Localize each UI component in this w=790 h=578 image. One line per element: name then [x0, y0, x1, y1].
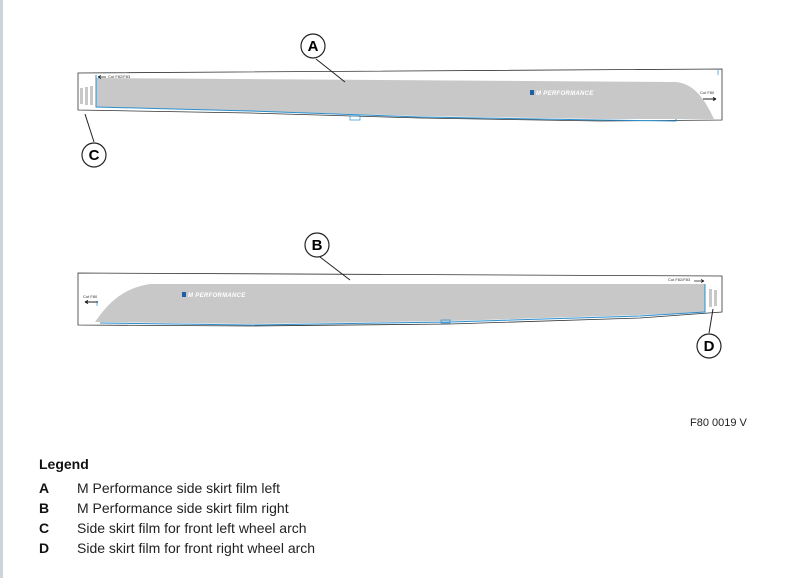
legend-item-a: A M Performance side skirt film left	[39, 478, 399, 498]
callout-c-circle	[81, 142, 107, 168]
legend-list: A M Performance side skirt film left B M…	[39, 478, 399, 558]
panel-bottom: M PERFORMANCE Cut F80 Cut F82/F83 B D	[77, 232, 723, 359]
film-shape-top	[96, 78, 714, 119]
guide-tab-bottom	[440, 319, 451, 324]
legend-item-b: B M Performance side skirt film right	[39, 498, 399, 518]
cut-label-bottom-right: Cut F82/F83	[668, 277, 691, 282]
page-left-rule	[0, 0, 3, 578]
cut-label-top-right: Cut F80	[700, 90, 715, 95]
legend-item-c: C Side skirt film for front left wheel a…	[39, 518, 399, 538]
cut-label-top-left: Cut F82/F83	[108, 74, 131, 79]
film-shape-bottom	[95, 284, 705, 324]
panel-top: M PERFORMANCE Cut F82/F83 Cut F80 A C	[77, 33, 723, 168]
legend-key: D	[39, 540, 50, 556]
callout-a-circle	[300, 33, 326, 59]
brand-text-bottom: M PERFORMANCE	[188, 293, 246, 299]
callout-c: C	[89, 147, 100, 164]
legend-text: M Performance side skirt film left	[77, 480, 281, 496]
callout-b: B	[312, 237, 323, 254]
legend-key: C	[39, 520, 50, 536]
legend-title: Legend	[39, 456, 89, 472]
callout-d: D	[704, 338, 715, 355]
figure-code: F80 0019 V	[690, 417, 747, 429]
wheel-arch-piece-c	[80, 86, 93, 105]
wheel-arch-piece-d	[709, 289, 717, 307]
guide-line-top	[95, 75, 677, 122]
legend-key: B	[39, 500, 50, 516]
legend-text: Side skirt film for front left wheel arc…	[77, 520, 307, 536]
callout-a: A	[308, 38, 319, 55]
legend-key: A	[39, 480, 50, 496]
legend-text: Side skirt film for front right wheel ar…	[77, 540, 316, 556]
brand-text-top: M PERFORMANCE	[536, 91, 594, 97]
cut-label-bottom-left: Cut F80	[83, 294, 98, 299]
side-skirt-diagram: M PERFORMANCE Cut F82/F83 Cut F80 A C M …	[77, 33, 723, 359]
legend-item-d: D Side skirt film for front right wheel …	[39, 538, 399, 558]
callout-d-circle	[696, 333, 722, 359]
guide-line-bottom	[99, 284, 706, 326]
legend-text: M Performance side skirt film right	[77, 500, 289, 516]
guide-tab-top	[349, 115, 361, 121]
callout-b-circle	[304, 232, 330, 258]
